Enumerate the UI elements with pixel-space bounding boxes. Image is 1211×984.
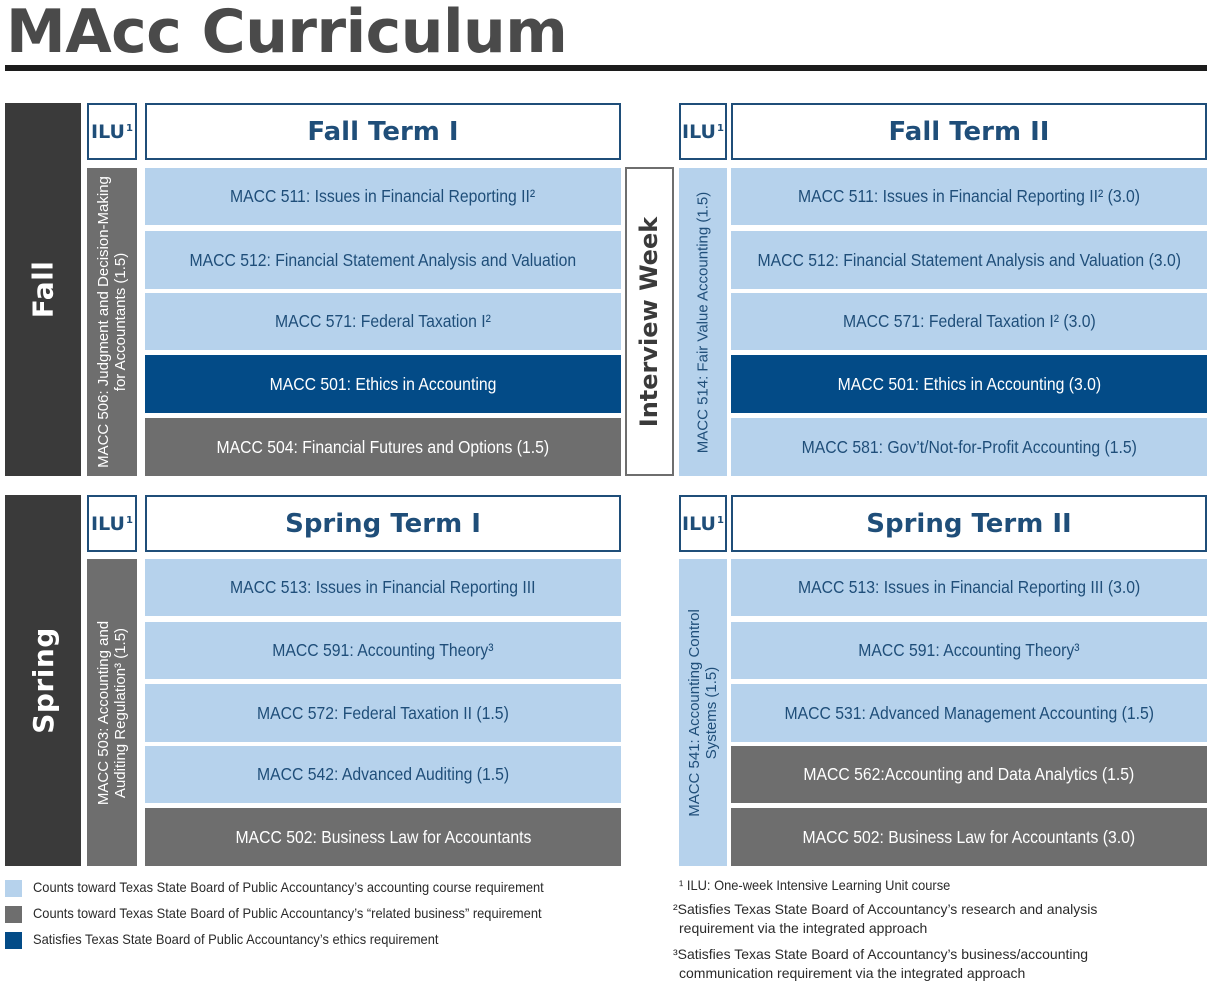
course-label: MACC 581: Gov’t/Not-for-Profit Accountin… <box>801 436 1137 457</box>
title-rule <box>5 65 1207 71</box>
course-label: MACC 512: Financial Statement Analysis a… <box>189 249 577 270</box>
course-label: MACC 501: Ethics in Accounting (3.0) <box>837 373 1101 394</box>
term-header-fall-term-2: Fall Term II <box>731 103 1207 160</box>
course-label: MACC 562:Accounting and Data Analytics (… <box>803 764 1135 784</box>
course-label: MACC 531: Advanced Management Accounting… <box>784 702 1154 723</box>
course-label: MACC 511: Issues in Financial Reporting … <box>798 186 1140 206</box>
semester-label-fall-text: Fall <box>26 260 60 319</box>
legend-swatch <box>5 880 22 897</box>
interview-week-text: Interview Week <box>635 216 664 427</box>
course-label: MACC 542: Advanced Auditing (1.5) <box>256 764 510 784</box>
course-cell: MACC 581: Gov’t/Not-for-Profit Accountin… <box>731 418 1207 476</box>
ilu-sup: 1 <box>125 123 133 134</box>
course-cell: MACC 513: Issues in Financial Reporting … <box>145 559 621 616</box>
course-label: MACC 511: Issues in Financial Reporting … <box>230 186 536 206</box>
course-cell: MACC 591: Accounting Theory³ <box>731 622 1207 679</box>
course-label: MACC 502: Business Law for Accountants (… <box>802 826 1136 847</box>
ilu-label: ILU <box>91 512 125 535</box>
course-list-fall-term-2: MACC 511: Issues in Financial Reporting … <box>731 168 1207 476</box>
legend-label: Counts toward Texas State Board of Publi… <box>33 905 586 921</box>
semester-label-spring-text: Spring <box>26 627 60 734</box>
ilu-sup: 1 <box>125 515 133 526</box>
footnote-text: ³Satisfies Texas State Board of Accounta… <box>673 946 1089 981</box>
course-cell: MACC 502: Business Law for Accountants (… <box>731 808 1207 866</box>
legend-label: Satisfies Texas State Board of Public Ac… <box>33 931 474 947</box>
course-cell: MACC 501: Ethics in Accounting <box>145 355 621 413</box>
interview-week: Interview Week <box>625 167 674 476</box>
legend-swatch <box>5 932 22 949</box>
course-cell: MACC 591: Accounting Theory³ <box>145 622 621 679</box>
course-cell: MACC 511: Issues in Financial Reporting … <box>731 168 1207 225</box>
course-label: MACC 572: Federal Taxation II (1.5) <box>257 702 509 723</box>
legend-label: Counts toward Texas State Board of Publi… <box>33 879 588 895</box>
footnote-2: ²Satisfies Texas State Board of Accounta… <box>673 900 1179 938</box>
course-label: MACC 571: Federal Taxation I² (3.0) <box>842 311 1096 331</box>
term-header-fall-term-1: Fall Term I <box>145 103 621 160</box>
course-cell: MACC 512: Financial Statement Analysis a… <box>145 231 621 289</box>
legend-label-text: Counts toward Texas State Board of Publi… <box>33 905 542 921</box>
course-cell: MACC 572: Federal Taxation II (1.5) <box>145 684 621 742</box>
course-cell: MACC 562:Accounting and Data Analytics (… <box>731 746 1207 803</box>
ilu-label: ILU <box>91 120 125 143</box>
ilu-label: ILU <box>682 512 716 535</box>
footnote-3: ³Satisfies Texas State Board of Accounta… <box>673 945 1159 983</box>
course-cell: MACC 542: Advanced Auditing (1.5) <box>145 746 621 803</box>
term-header-spring-term-1: Spring Term I <box>145 495 621 552</box>
semester-label-spring: Spring <box>5 495 81 866</box>
course-cell: MACC 504: Financial Futures and Options … <box>145 418 621 476</box>
course-label: MACC 502: Business Law for Accountants <box>235 826 531 847</box>
ilu-sup: 1 <box>716 123 724 134</box>
semester-label-fall: Fall <box>5 103 81 476</box>
course-cell: MACC 512: Financial Statement Analysis a… <box>731 231 1207 289</box>
footnote-text: ²Satisfies Texas State Board of Accounta… <box>673 901 1098 936</box>
course-label: MACC 512: Financial Statement Analysis a… <box>757 249 1181 270</box>
course-list-fall-term-1: MACC 511: Issues in Financial Reporting … <box>145 168 621 476</box>
course-label: MACC 501: Ethics in Accounting <box>269 373 497 394</box>
course-label: MACC 591: Accounting Theory³ <box>858 640 1080 660</box>
footnote-text: ¹ ILU: One-week Intensive Learning Unit … <box>679 877 951 893</box>
course-list-spring-term-2: MACC 513: Issues in Financial Reporting … <box>731 559 1207 866</box>
legend-swatch <box>5 906 22 923</box>
page-title: MAcc Curriculum <box>6 0 568 67</box>
course-cell: MACC 531: Advanced Management Accounting… <box>731 684 1207 742</box>
ilu-sup: 1 <box>716 515 724 526</box>
course-cell: MACC 502: Business Law for Accountants <box>145 808 621 866</box>
course-cell: MACC 571: Federal Taxation I² <box>145 293 621 350</box>
course-label: MACC 513: Issues in Financial Reporting … <box>230 577 536 597</box>
course-label: MACC 591: Accounting Theory³ <box>272 640 494 660</box>
course-label: MACC 504: Financial Futures and Options … <box>216 436 550 457</box>
ilu-label: ILU <box>682 120 716 143</box>
legend-label-text: Satisfies Texas State Board of Public Ac… <box>33 931 439 947</box>
legend-label-text: Counts toward Texas State Board of Publi… <box>33 879 544 895</box>
course-label: MACC 513: Issues in Financial Reporting … <box>797 577 1141 597</box>
legend: Counts toward Texas State Board of Publi… <box>5 878 605 958</box>
term-header-spring-term-2: Spring Term II <box>731 495 1207 552</box>
course-cell: MACC 571: Federal Taxation I² (3.0) <box>731 293 1207 350</box>
footnote-1: ¹ ILU: One-week Intensive Learning Unit … <box>679 876 1199 895</box>
course-cell: MACC 511: Issues in Financial Reporting … <box>145 168 621 225</box>
course-label: MACC 571: Federal Taxation I² <box>275 311 491 331</box>
course-cell: MACC 501: Ethics in Accounting (3.0) <box>731 355 1207 413</box>
ilu-course-text: MACC 514: Fair Value Accounting (1.5) <box>694 191 712 453</box>
course-cell: MACC 513: Issues in Financial Reporting … <box>731 559 1207 616</box>
course-list-spring-term-1: MACC 513: Issues in Financial Reporting … <box>145 559 621 866</box>
ilu-course-fall-term-2: MACC 514: Fair Value Accounting (1.5) <box>679 168 727 476</box>
